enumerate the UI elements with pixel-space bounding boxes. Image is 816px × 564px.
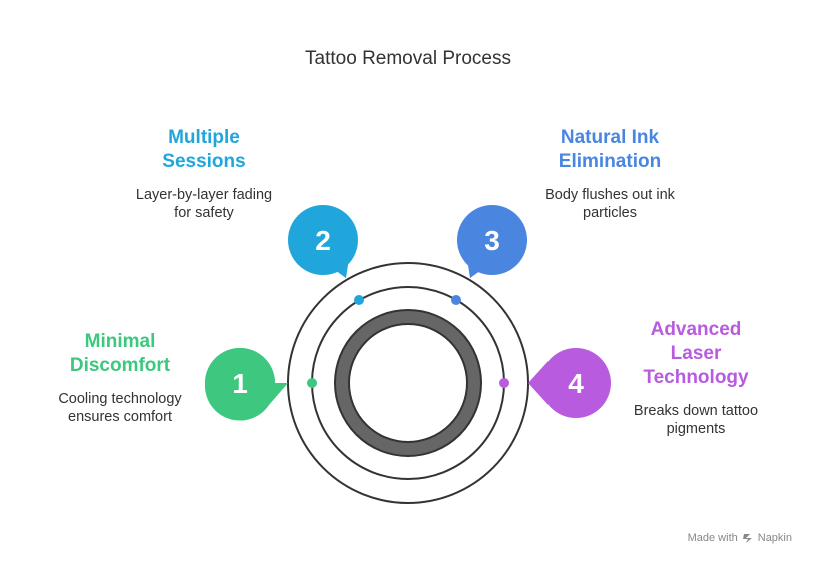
step-4-description: Breaks down tattoo pigments [633, 403, 759, 437]
step-3-marker [451, 295, 461, 305]
page-title: Tattoo Removal Process [305, 48, 511, 69]
step-2-description: Layer-by-layer fading for safety [135, 187, 273, 221]
inner-ring-outline-outer [334, 309, 482, 457]
made-with-label: Made with [687, 532, 738, 544]
step-1-description: Cooling technology ensures comfort [58, 391, 182, 425]
step-1-title: Minimal Discomfort [69, 331, 171, 376]
napkin-logo-icon [742, 534, 752, 543]
inner-ring-outline-inner [348, 323, 468, 443]
step-1-marker [307, 378, 317, 388]
step-3-bubble: 3 [457, 205, 527, 278]
step-2-marker [354, 295, 364, 305]
inner-ring [335, 310, 481, 456]
step-3-title: Natural Ink Elimination [558, 127, 662, 172]
napkin-watermark: Made with Napkin [688, 532, 792, 544]
step-2-title: Multiple Sessions [162, 127, 246, 172]
napkin-brand-label: Napkin [757, 532, 792, 544]
outer-ring [287, 262, 529, 504]
step-3-description: Body flushes out ink particles [545, 187, 675, 221]
step-4-number: 4 [568, 368, 584, 399]
step-2-bubble: 2 [288, 205, 358, 278]
step-1-number: 1 [232, 368, 248, 399]
step-3-number: 3 [484, 225, 500, 256]
step-4-bubble: 4 [528, 348, 611, 418]
step-2-number: 2 [315, 225, 331, 256]
step-4-marker [499, 378, 509, 388]
step-1-bubble: 1 [204, 348, 288, 421]
step-4-title: Advanced Laser Technology [643, 319, 749, 388]
